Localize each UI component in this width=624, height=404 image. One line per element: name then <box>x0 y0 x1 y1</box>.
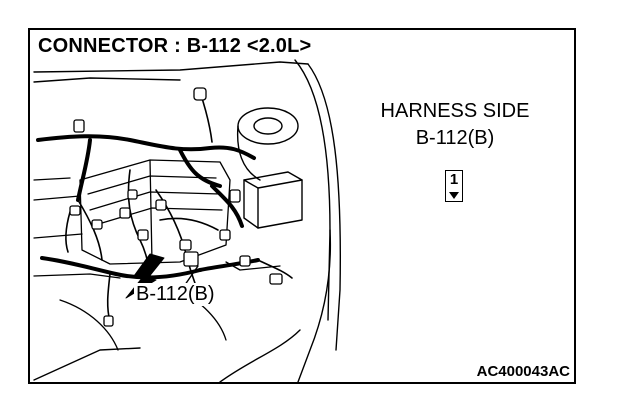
small-connectors <box>69 87 283 327</box>
connector-terminal-diagram: 1 <box>445 170 463 202</box>
wire-harness <box>36 134 260 280</box>
harness-side-connector: B-112(B) <box>415 127 495 149</box>
figure-code: AC400043AC <box>476 363 570 380</box>
terminal-number: 1 <box>449 171 459 188</box>
page-title: CONNECTOR : B-112 <2.0L> <box>38 35 312 57</box>
body-outline <box>33 59 342 382</box>
diagram-frame: CONNECTOR : B-112 <2.0L> HARNESS SIDE B-… <box>28 28 576 384</box>
harness-side-heading: HARNESS SIDE <box>380 100 530 122</box>
battery <box>243 171 303 229</box>
harness-side-label: HARNESS SIDE B-112(B) <box>360 98 550 152</box>
connector-callout-label: B-112(B) <box>134 283 217 306</box>
engine-block <box>33 159 281 351</box>
strut-tower <box>236 107 299 181</box>
engine-bay-drawing <box>33 59 342 382</box>
terminal-key-icon <box>449 192 459 199</box>
